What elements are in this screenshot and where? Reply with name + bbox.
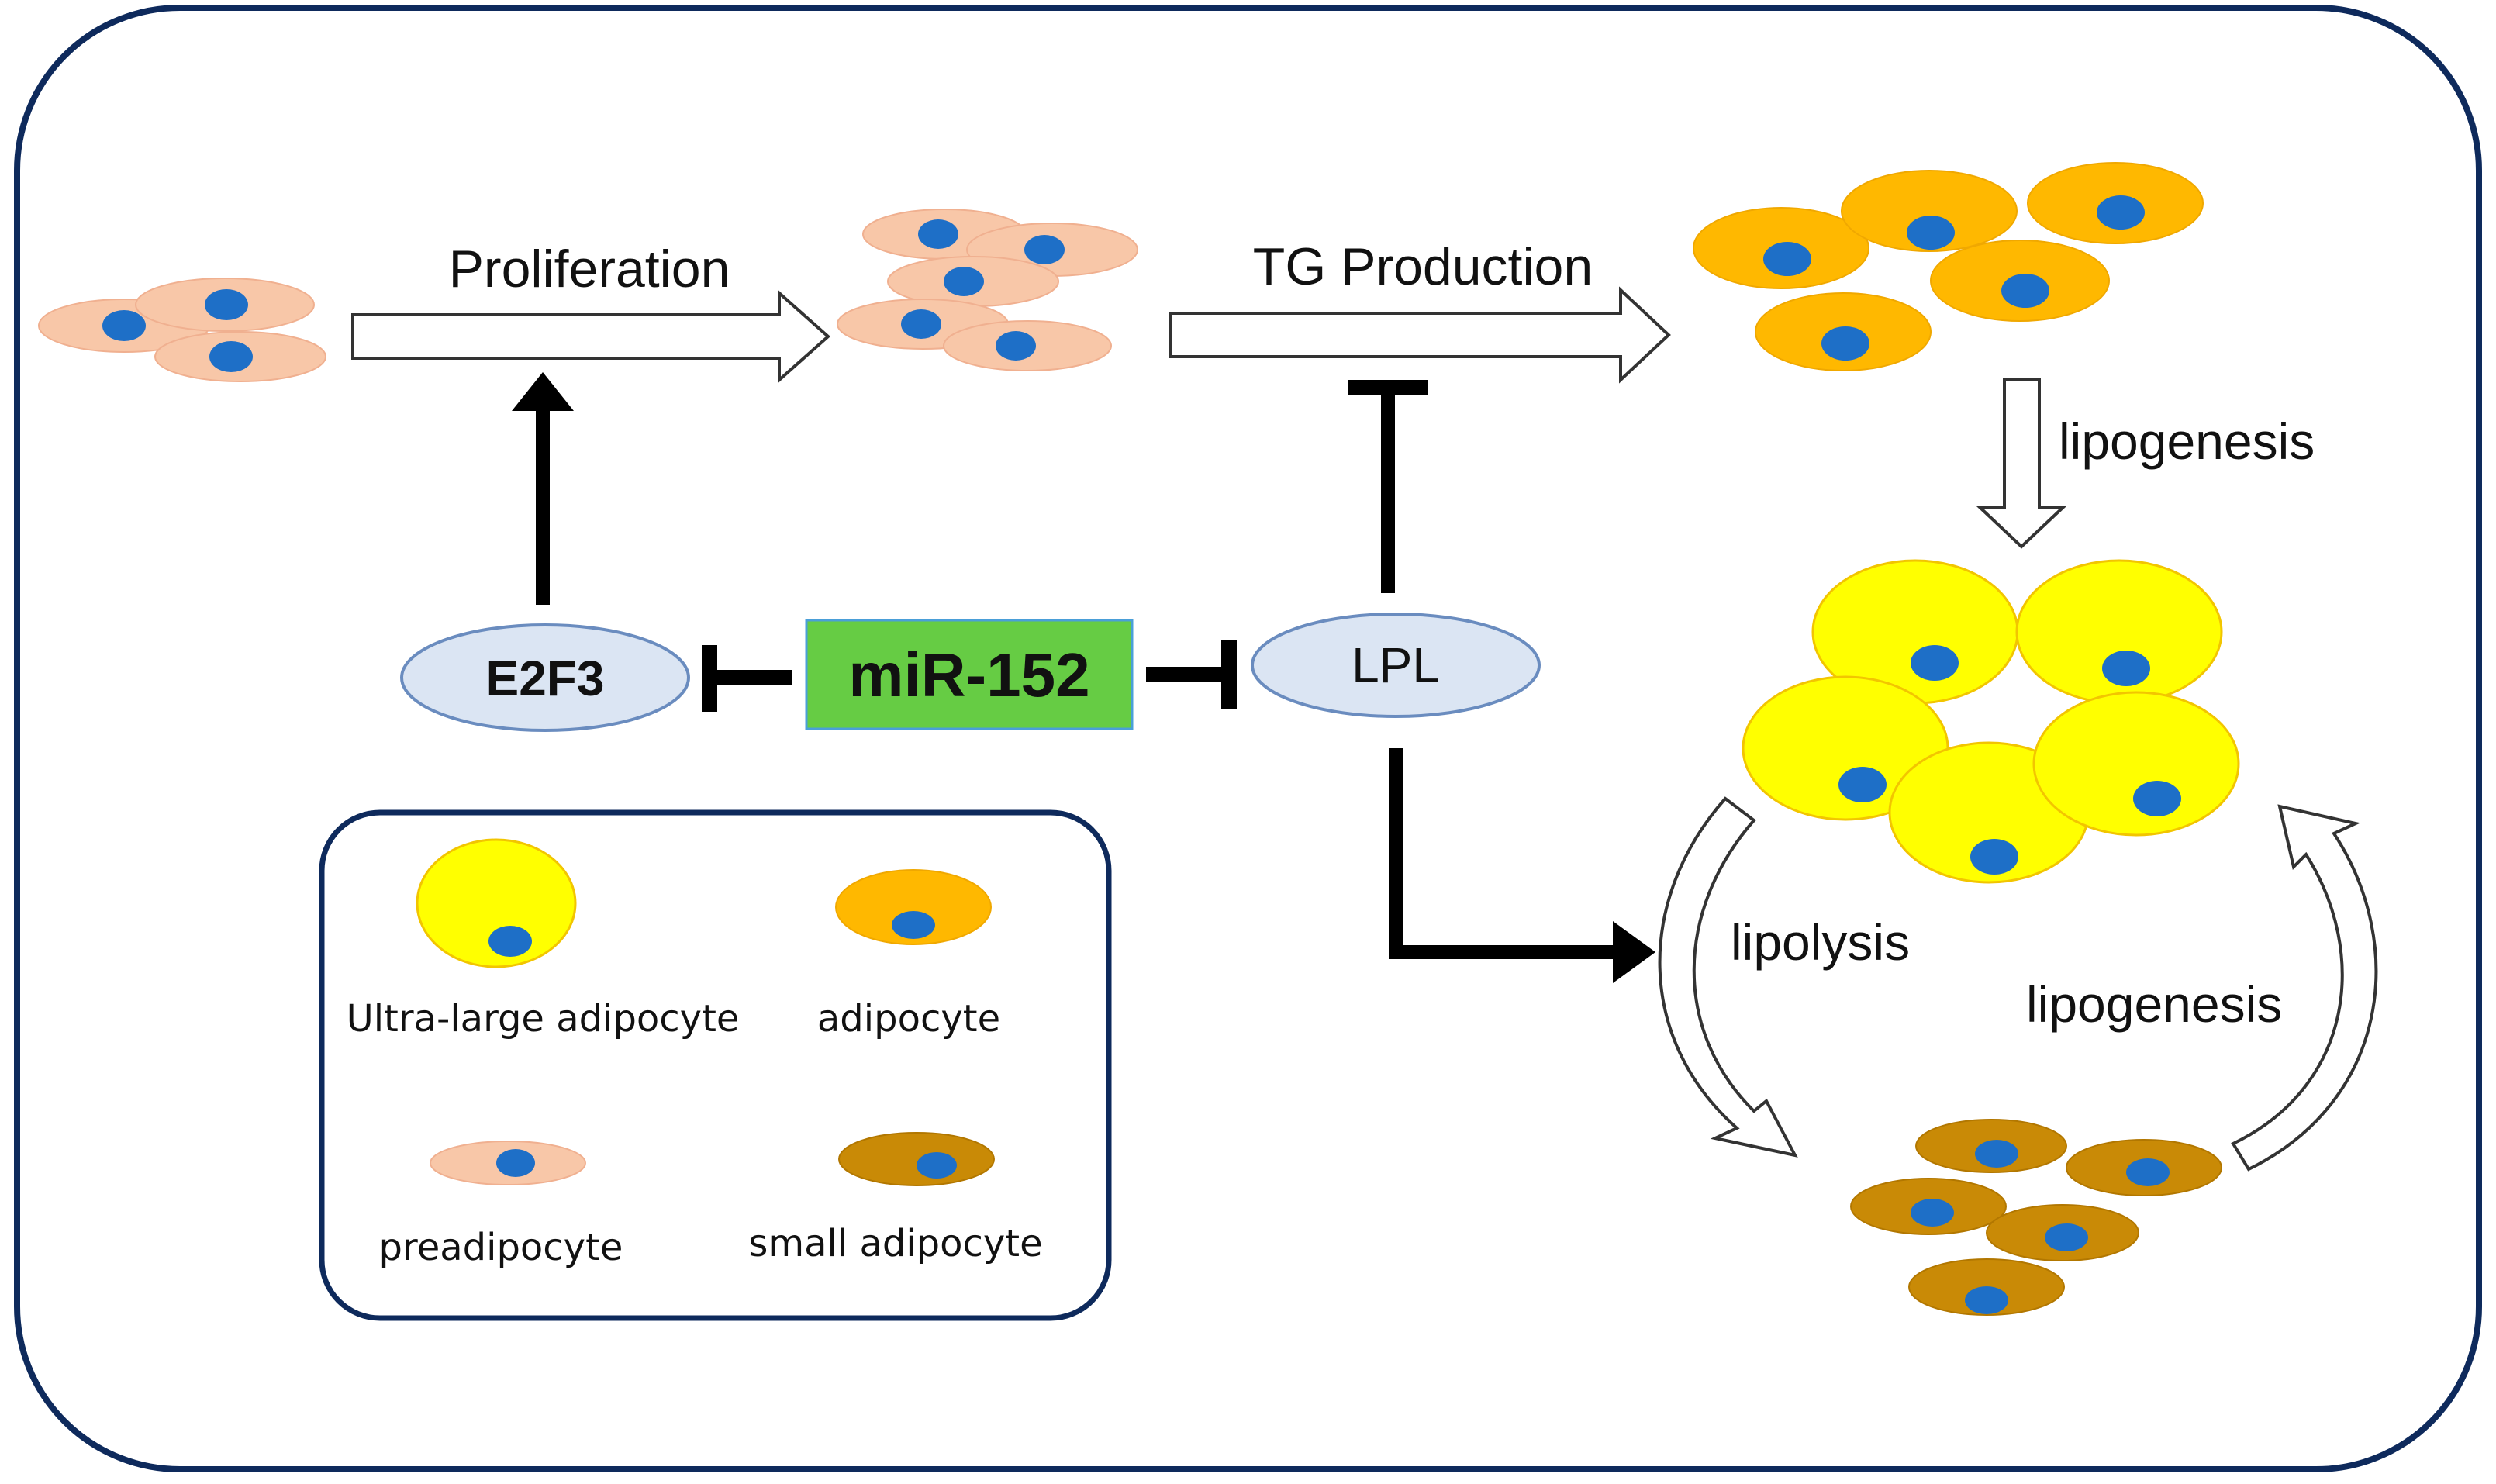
legend-adipocyte-label: adipocyte [817,997,1000,1041]
lpl-lipolysis-arrow [1389,748,1617,959]
legend-preadipocyte-label: preadipocyte [379,1226,623,1269]
legend-ultra-large-label: Ultra-large adipocyte [347,997,740,1041]
preadipocyte-cluster-start [38,278,326,382]
preadipocyte-cluster-proliferated [837,209,1138,371]
lipolysis-label: lipolysis [1731,913,1910,971]
mir152-label: miR-152 [848,640,1089,709]
e2f3-node [400,623,690,732]
proliferation-arrow [351,289,831,384]
lipogenesis-cycle-label: lipogenesis [2026,975,2282,1033]
proliferation-label: Proliferation [449,240,730,299]
legend-preadipocyte-swatch [430,1141,586,1185]
tg-production-label: TG Production [1253,237,1593,296]
tg-production-arrow [1169,286,1671,384]
lpl-label: LPL [1352,637,1440,693]
lipolysis-curved-arrow [1658,796,1798,1158]
legend-small-adipocyte-label: small adipocyte [748,1222,1042,1265]
lpl-node [1251,613,1541,718]
lipogenesis-curved-arrow [2231,804,2378,1172]
legend-ultra-large-swatch [416,838,577,968]
e2f3-label: E2F3 [486,651,605,706]
adipocyte-cluster [1693,162,2204,371]
ultra-large-adipocyte-cluster [1742,559,2240,884]
lipogenesis-down-label: lipogenesis [2059,412,2315,470]
outer-frame [14,5,2482,1472]
lipogenesis-down-arrow [1976,378,2067,549]
legend-small-adipocyte-swatch [838,1132,995,1186]
lpl-lipolysis-arrowhead [1613,921,1655,983]
mir152-box [805,619,1134,730]
e2f3-activation-arrowhead [512,372,574,411]
legend-adipocyte-swatch [835,869,992,945]
small-adipocyte-cluster [1850,1119,2222,1316]
